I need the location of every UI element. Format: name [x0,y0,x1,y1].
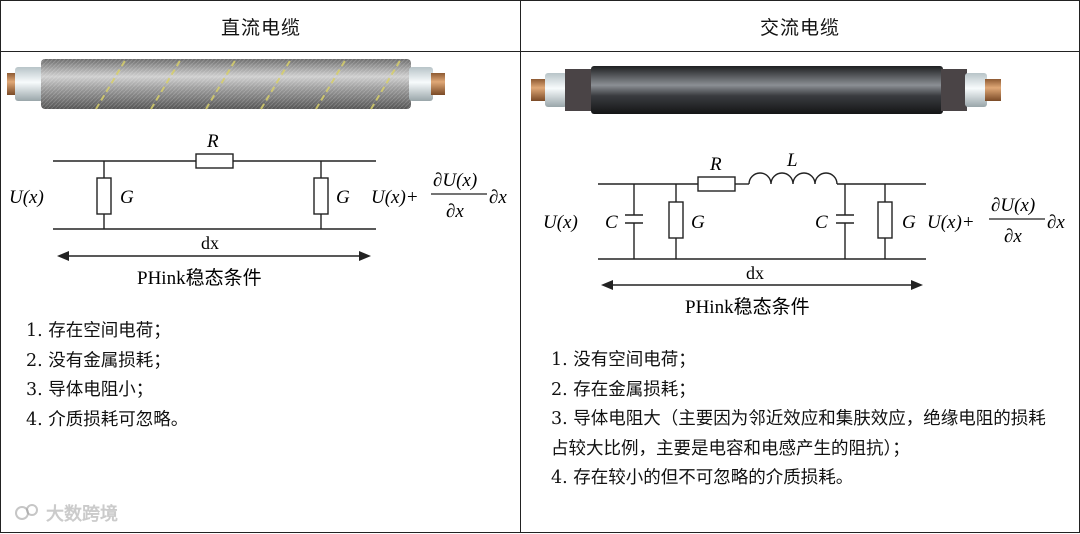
ac-cable-panel: 交流电缆 [520,0,1080,533]
list-item: 1. 存在空间电荷； [26,321,171,341]
ac-label-c2: C [815,212,828,233]
dc-diagram: R G G U(x) U(x)+ ∂U(x) ∂x ∂x dx PHink稳态条… [7,58,507,289]
ac-label-r: R [709,154,722,175]
dc-circuit [53,153,376,257]
ac-label-du: ∂U(x) [991,195,1035,216]
watermark-logo-icon [15,504,38,520]
ac-label-dx-multiplier: ∂x [1047,212,1065,233]
ac-diagram: R L C G C G U(x) U(x)+ ∂U(x) ∂x ∂x dx PH… [531,66,1065,318]
ac-feature-list: 1. 没有空间电荷； 2. 存在金属损耗； 3. 导体电阻大（主要因为邻近效应和… [551,346,1061,494]
ac-resistor-r [697,176,736,192]
ac-circuit [598,172,926,286]
dc-cable-panel: 直流电缆 [0,0,521,533]
watermark: 大数跨境 [14,500,118,526]
ac-label-dx: dx [746,263,764,283]
list-item: 2. 没有金属损耗； [26,350,171,371]
list-item: 3. 导体电阻大（主要因为邻近效应和集肤效应，绝缘电阻的损耗占较大比例，主要是电… [551,409,1046,459]
ac-label-left-voltage: U(x) [543,212,578,233]
list-item: 4. 存在较小的但不可忽略的介质损耗。 [551,468,854,488]
list-item: 2. 存在金属损耗； [551,379,696,400]
ac-caption: PHink稳态条件 [685,296,810,318]
ac-inductor-l [748,172,838,185]
ac-label-c1: C [605,212,618,233]
dc-label-g2: G [336,187,350,208]
dc-label-dx: dx [201,233,219,253]
ac-label-g1: G [691,212,705,233]
ac-label-dx-denominator: ∂x [1004,226,1022,247]
ac-label-l: L [786,150,798,171]
dc-label-dx-multiplier: ∂x [489,187,507,208]
dc-panel-title: 直流电缆 [1,1,521,52]
dc-resistor-r [195,153,234,169]
dc-label-right-voltage: U(x)+ [371,187,419,208]
dc-conductance-g1 [96,177,112,215]
dc-caption: PHink稳态条件 [137,267,262,289]
ac-conductance-g1 [668,201,684,239]
dc-label-left-voltage: U(x) [9,187,44,208]
list-item: 4. 介质损耗可忽略。 [26,409,189,430]
ac-conductance-g2 [877,201,893,239]
ac-panel-title: 交流电缆 [521,1,1079,52]
list-item: 1. 没有空间电荷； [551,350,696,370]
watermark-text: 大数跨境 [46,504,118,525]
ac-label-right-voltage: U(x)+ [927,212,975,233]
dc-feature-list: 1. 存在空间电荷； 2. 没有金属损耗； 3. 导体电阻小； 4. 介质损耗可… [26,317,188,435]
ac-cable-image [531,66,1001,114]
dc-label-du: ∂U(x) [433,170,477,191]
ac-label-g2: G [902,212,916,233]
dc-label-dx-denominator: ∂x [446,201,464,222]
dc-cable-image [7,58,445,110]
list-item: 3. 导体电阻小； [26,380,154,400]
dc-label-g1: G [120,187,134,208]
dc-conductance-g2 [313,177,329,215]
dc-label-r: R [206,131,219,152]
